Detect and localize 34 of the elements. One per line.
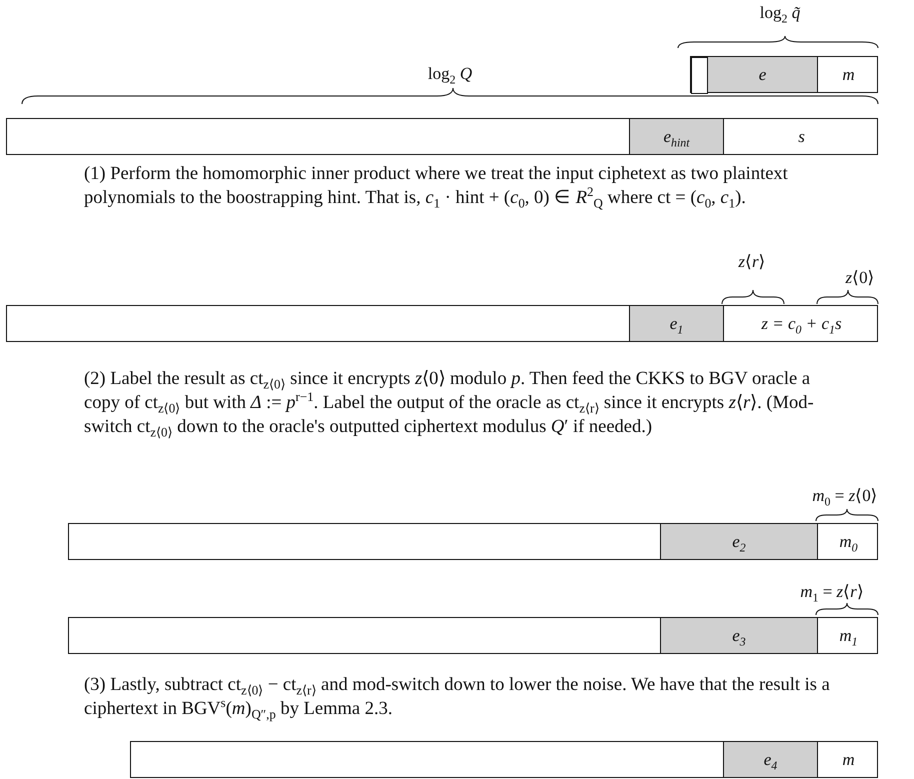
bit-bar — [130, 741, 878, 778]
bit-bar — [6, 305, 878, 342]
segment-label: m$_{0}$ — [839, 532, 858, 552]
bit-bar — [68, 617, 878, 654]
segment-label: m — [842, 64, 855, 84]
segment-label: z = c$_{0}$ + c$_{1}$s — [761, 314, 842, 334]
bit-bar — [68, 523, 878, 560]
segment-label: e — [758, 64, 766, 84]
segment-label: e$_{1}$ — [670, 314, 684, 334]
step-description: (3) Lastly, subtract ct$_{z⟨0⟩}$ − ct$_{z⟨r⟩}$ and mod-switch down to lower the noise. We have that the result is a ciphertext in BGV$^{s}$(m)$_{Q″,p}$ by Lemma 2.3. — [84, 674, 831, 721]
bit-bar — [6, 118, 878, 155]
segment-label: e$_{3}$ — [732, 626, 746, 646]
noise-segment — [723, 742, 817, 777]
noise-segment — [629, 119, 723, 154]
step-description: (2) Label the result as ct$_{z⟨0⟩}$ since it encrypts z⟨0⟩ modulo p. Then feed the CKKS to BGV oracle a copy of ct$_{z⟨0⟩}$ but with Δ := p$^{r−1}$. Label the output of the oracle as ct$_{z⟨r⟩}$ since it encrypts z⟨r⟩. (Mod-switch ct$_{z⟨0⟩}$ down to the oracle's outputted ciphertext modulus Q′ if needed.) — [84, 368, 815, 439]
noise-segment — [629, 306, 723, 341]
noise-segment — [707, 57, 817, 92]
brace-label: z⟨r⟩ — [738, 251, 766, 272]
segment-label: e$_{2}$ — [732, 532, 746, 552]
step-description: (1) Perform the homomorphic inner product where we treat the input ciphetext as two plaintext polynomials to the boostrapping hint. That is, c$_{1}$ · hint + (c$_{0}$, 0) ∈ R$^{2}$$_{Q}$ where ct = (c$_{0}$, c$_{1}$). — [84, 163, 789, 210]
segment-label: m — [842, 750, 855, 770]
noise-segment — [660, 524, 817, 559]
brace-label: z⟨0⟩ — [845, 267, 875, 288]
brace-label: log$_{2}$ Q — [428, 64, 472, 84]
brace-label: m$_{1}$ = z⟨r⟩ — [800, 581, 864, 602]
bit-bar — [690, 56, 878, 93]
segment-label: e$_{4}$ — [764, 750, 778, 770]
brace-label: m$_{0}$ = z⟨0⟩ — [812, 485, 878, 506]
segment-label: e$_{hint}$ — [663, 126, 690, 146]
segment-label: m$_{1}$ — [839, 626, 858, 646]
segment-label: s — [798, 126, 805, 146]
brace-label: log$_{2}$ q̃ — [760, 3, 800, 23]
noise-segment — [660, 618, 817, 653]
empty-segment — [691, 57, 708, 94]
